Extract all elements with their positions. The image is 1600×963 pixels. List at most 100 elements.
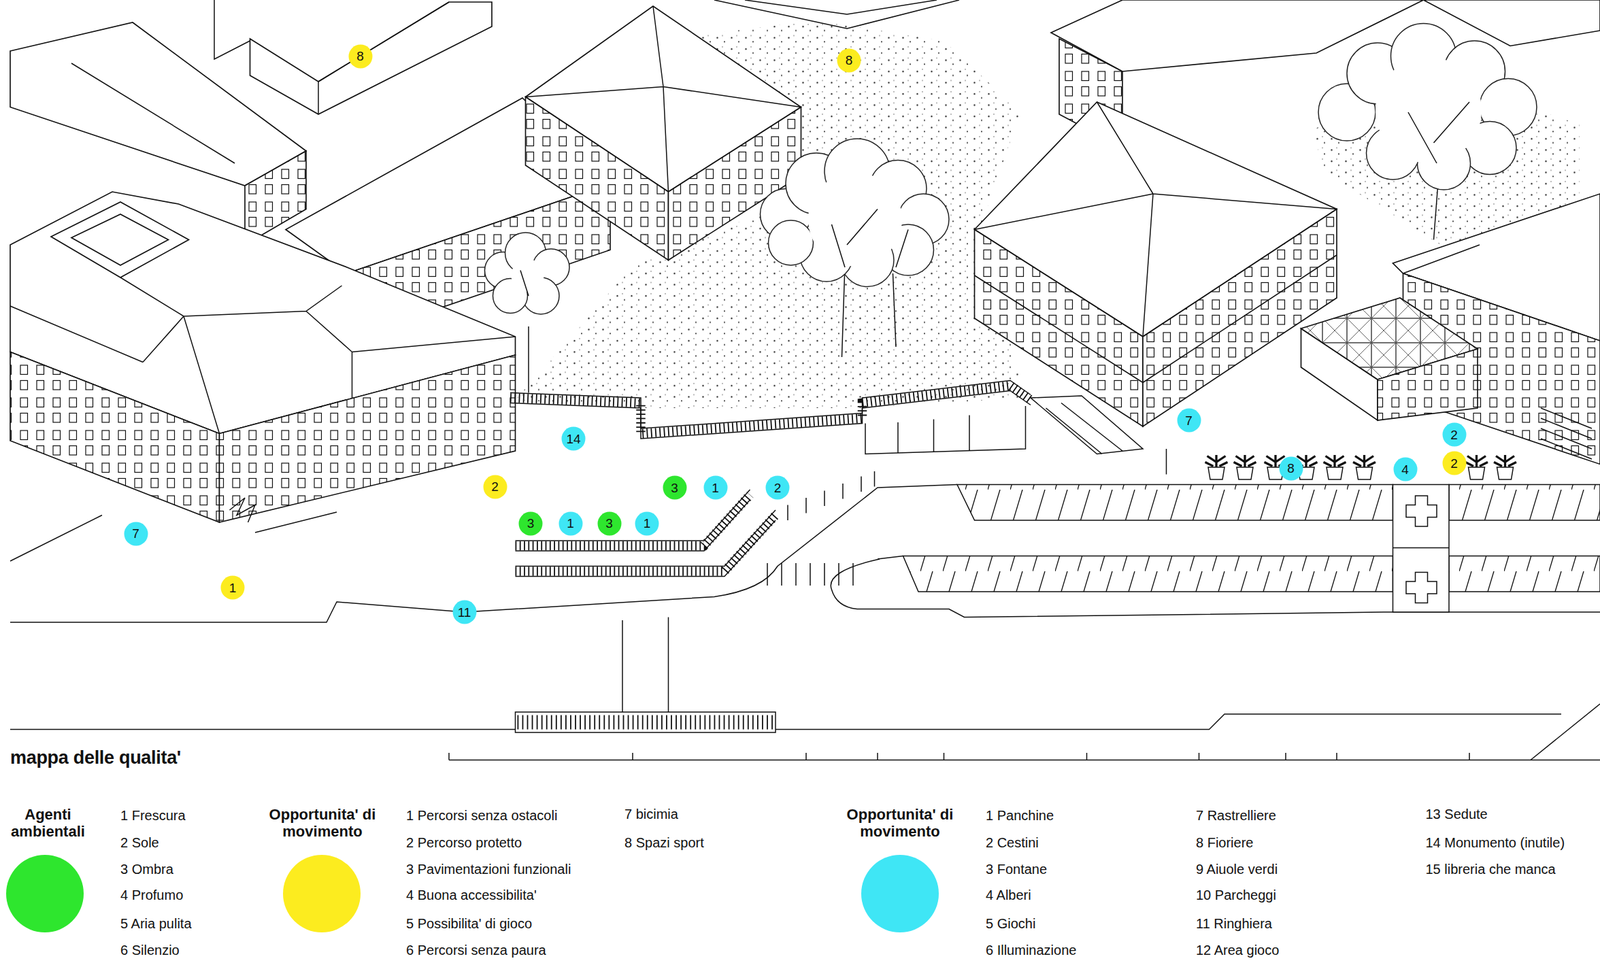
callout-circle: 1 bbox=[634, 511, 660, 537]
callout-circle-fill bbox=[597, 511, 622, 536]
roads-part bbox=[10, 515, 103, 562]
school-building-east-part bbox=[1142, 209, 1337, 428]
callout-circle: 1 bbox=[558, 511, 583, 537]
callout-number: 14 bbox=[565, 432, 581, 446]
school-building-east-part bbox=[1030, 395, 1143, 455]
callout-circle-fill bbox=[662, 476, 687, 500]
roads-part bbox=[1393, 485, 1450, 613]
callout-circle: 2 bbox=[1442, 422, 1467, 447]
callout-circle: 14 bbox=[561, 426, 586, 452]
callout-number: 8 bbox=[356, 49, 364, 63]
roads-part bbox=[10, 714, 1562, 730]
callout-circle: 2 bbox=[482, 474, 508, 500]
school-building-west-part bbox=[255, 512, 337, 533]
callout-circle-fill bbox=[837, 48, 862, 73]
callout-circle-fill bbox=[348, 44, 373, 69]
roads-part bbox=[515, 712, 777, 733]
legend-item-label: 7 Rastrelliere bbox=[1195, 807, 1277, 824]
legend-item-label: 1 Panchine bbox=[985, 807, 1054, 824]
school-building-west-part bbox=[219, 355, 516, 523]
callout-circle: 3 bbox=[518, 511, 543, 537]
callout-circle: 8 bbox=[348, 44, 373, 69]
callout-circle: 1 bbox=[703, 475, 728, 500]
railings-and-ramp-part bbox=[515, 489, 777, 577]
callout-circle: 2 bbox=[765, 475, 790, 500]
callout-circle-fill bbox=[703, 476, 728, 500]
callout-circle: 8 bbox=[1278, 456, 1304, 481]
callout-circle: 1 bbox=[220, 575, 245, 600]
legend-item-label: 2 Cestini bbox=[985, 834, 1039, 852]
callout-number: 2 bbox=[1450, 457, 1458, 471]
trees-part bbox=[485, 23, 1538, 315]
roads-part bbox=[1448, 556, 1600, 593]
legend-item-label: 4 Alberi bbox=[985, 887, 1032, 904]
legend-item-label: 7 bicimia bbox=[624, 806, 679, 823]
legend-heading: Opportunita' di movimento bbox=[828, 806, 972, 841]
roads-part bbox=[517, 715, 775, 730]
callout-number: 1 bbox=[229, 581, 237, 595]
legend-item-label: 6 Illuminazione bbox=[985, 942, 1077, 959]
trees-part bbox=[520, 102, 1470, 296]
callout-number: 7 bbox=[1185, 414, 1193, 428]
callout-number: 2 bbox=[774, 481, 782, 495]
legend-item-label: 5 Giochi bbox=[985, 915, 1036, 932]
roads bbox=[10, 485, 1600, 761]
callout-circle: 7 bbox=[123, 521, 149, 547]
legend-item-label: 3 Fontane bbox=[985, 861, 1047, 878]
roads-part bbox=[1448, 485, 1600, 522]
callout-circle-fill bbox=[561, 427, 586, 452]
callout-circle: 3 bbox=[597, 511, 622, 537]
legend-heading: Opportunita' di movimento bbox=[251, 806, 394, 841]
building-with-canopy-part bbox=[1403, 244, 1481, 274]
legend-item-label: 2 Sole bbox=[120, 834, 160, 852]
legend-item-label: 4 Buona accessibilita' bbox=[406, 887, 537, 904]
legend-item-label: 15 libreria che manca bbox=[1425, 861, 1556, 878]
callout-circle-fill bbox=[482, 474, 507, 499]
roads-part bbox=[10, 485, 958, 624]
legend-item-label: 13 Sedute bbox=[1425, 806, 1488, 823]
roads-part bbox=[622, 617, 669, 713]
legend-heading: Agenti ambientali bbox=[4, 806, 93, 841]
legend-item-label: 12 Area gioco bbox=[1195, 942, 1279, 959]
planters-part bbox=[1493, 455, 1517, 480]
legend-item-label: 2 Percorso protetto bbox=[406, 834, 522, 852]
background-buildings-part bbox=[318, 2, 449, 82]
legend-swatch bbox=[861, 855, 939, 933]
callout-circle: 8 bbox=[836, 48, 862, 73]
legend-swatch bbox=[6, 855, 84, 933]
legend-swatch-holder bbox=[859, 853, 941, 935]
railings-and-ramp-part bbox=[510, 391, 1031, 440]
trees-part-part bbox=[1375, 57, 1482, 164]
railings-and-ramp-part bbox=[787, 471, 875, 521]
callout-circle-fill bbox=[1442, 423, 1466, 447]
roads-part bbox=[1393, 547, 1450, 549]
callout-circle-fill bbox=[1278, 456, 1303, 481]
background-buildings-part bbox=[71, 63, 235, 164]
planters-part bbox=[1465, 455, 1488, 480]
school-building-north-part bbox=[525, 97, 669, 261]
trees-part bbox=[511, 57, 1483, 292]
callout-number: 2 bbox=[1450, 428, 1458, 442]
callout-circle-fill bbox=[765, 476, 790, 500]
background-buildings-part bbox=[10, 22, 307, 186]
planters bbox=[1205, 455, 1518, 480]
callout-circle: 3 bbox=[662, 475, 688, 500]
callout-number: 4 bbox=[1401, 463, 1409, 477]
trees-part-part bbox=[808, 172, 903, 267]
school-building-east-part bbox=[974, 255, 1338, 383]
legend-item-label: 1 Frescura bbox=[120, 807, 186, 824]
planters-part bbox=[1353, 455, 1376, 480]
background-buildings-part bbox=[214, 0, 251, 60]
roads-part bbox=[448, 753, 1470, 761]
school-building-west-part bbox=[229, 497, 256, 523]
legend-item-label: 3 Ombra bbox=[120, 861, 174, 878]
legend-item-label: 9 Aiuole verdi bbox=[1195, 861, 1278, 878]
building-with-canopy-part bbox=[1540, 408, 1592, 460]
callout-circle-fill bbox=[1393, 457, 1418, 482]
background-buildings-part bbox=[714, 0, 960, 29]
callout-circle-fill bbox=[558, 511, 583, 536]
planters-part bbox=[1234, 455, 1257, 480]
legend-item-label: 10 Parcheggi bbox=[1195, 887, 1277, 904]
legend-item-label: 6 Silenzio bbox=[120, 942, 180, 959]
